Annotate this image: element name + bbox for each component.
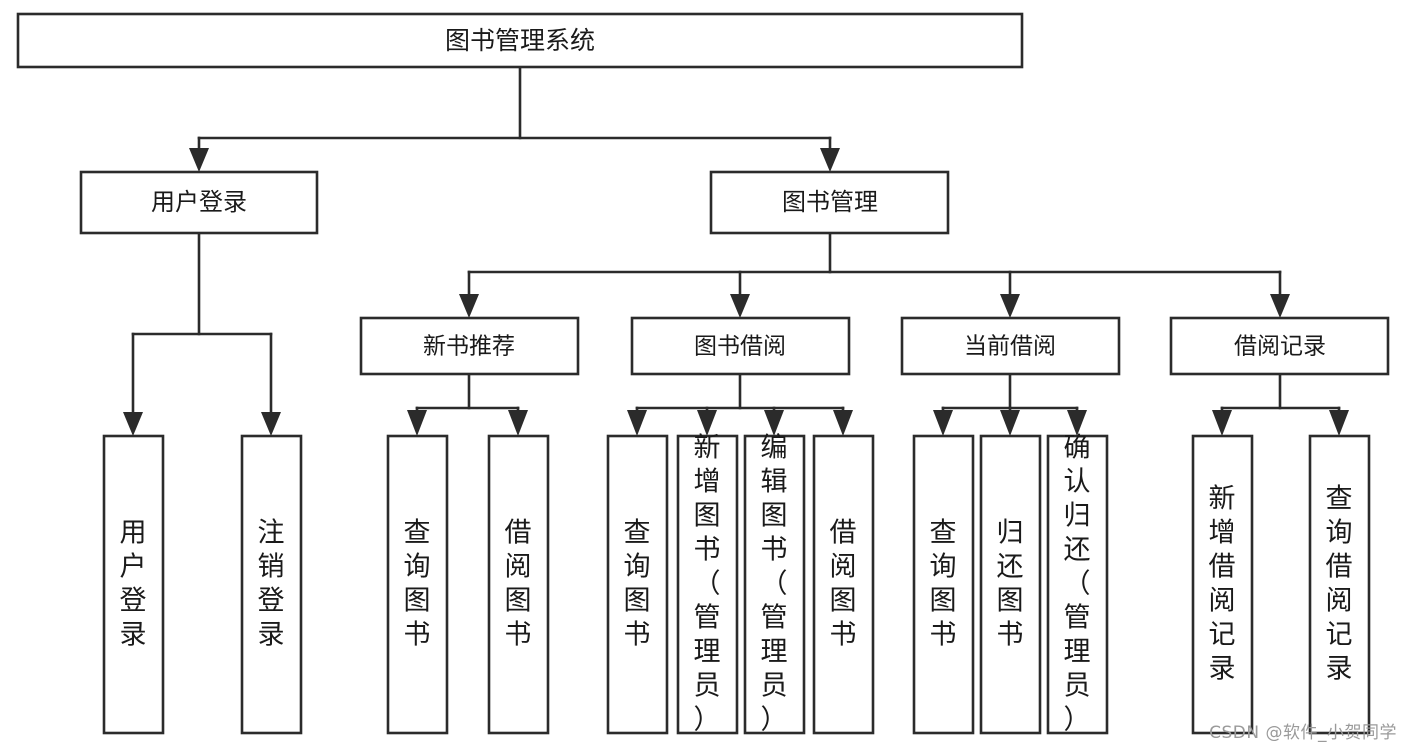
- arrowhead-leaf-query-book-2: [627, 410, 647, 436]
- node-leaf-edit-book-label: 编辑图书（管理员）: [761, 433, 788, 736]
- arrowhead-user-login: [189, 148, 209, 172]
- node-leaf-query-book-3-box[interactable]: [912, 434, 975, 735]
- node-leaf-query-book-2-box[interactable]: [606, 434, 669, 735]
- node-leaf-add-record-box[interactable]: [1191, 434, 1254, 735]
- node-user-login-box[interactable]: [79, 170, 319, 235]
- node-leaf-borrow-book-1-box[interactable]: [487, 434, 550, 735]
- arrowhead-book-manage: [820, 148, 840, 172]
- arrowhead-leaf-borrow-book-1: [508, 410, 528, 436]
- node-new-book-recommend[interactable]: 新书推荐: [359, 316, 580, 376]
- node-borrow-record-box[interactable]: [1169, 316, 1390, 376]
- arrowhead-leaf-edit-book: [764, 410, 784, 436]
- node-leaf-query-book-3-label: 查询图书: [930, 518, 957, 651]
- arrowhead-leaf-return-book: [1000, 410, 1020, 436]
- node-root-label: 图书管理系统: [445, 26, 595, 55]
- arrowhead-book-borrow: [730, 294, 750, 318]
- arrowhead-leaf-query-book-1: [407, 410, 427, 436]
- node-leaf-return-book-label: 归还图书: [997, 518, 1024, 651]
- arrowhead-leaf-query-book-3: [933, 410, 953, 436]
- node-leaf-add-record-label: 新增借阅记录: [1209, 484, 1236, 685]
- node-root-box[interactable]: [16, 12, 1024, 69]
- node-book-manage[interactable]: 图书管理: [709, 170, 950, 235]
- node-leaf-query-book-1-box[interactable]: [386, 434, 449, 735]
- node-leaf-confirm-return-label: 确认归还（管理员）: [1064, 433, 1091, 736]
- node-leaf-add-record[interactable]: 新增借阅记录: [1191, 434, 1254, 735]
- node-user-login-label: 用户登录: [151, 188, 247, 216]
- node-leaf-borrow-book-2-box[interactable]: [812, 434, 875, 735]
- arrowhead-leaf-borrow-book-2: [833, 410, 853, 436]
- arrowhead-leaf-query-record: [1329, 410, 1349, 436]
- node-leaf-query-book-3[interactable]: 查询图书: [912, 434, 975, 735]
- node-leaf-add-book-box[interactable]: [676, 434, 739, 735]
- connector-group-current-borrow: [933, 372, 1087, 436]
- connector-group-root: [189, 65, 840, 172]
- node-current-borrow-box[interactable]: [900, 316, 1121, 376]
- node-leaf-borrow-book-2-label: 借阅图书: [830, 518, 857, 651]
- node-leaf-edit-book[interactable]: 编辑图书（管理员）: [743, 433, 806, 736]
- node-user-login[interactable]: 用户登录: [79, 170, 319, 235]
- node-current-borrow-label: 当前借阅: [964, 334, 1056, 360]
- node-leaf-confirm-return[interactable]: 确认归还（管理员）: [1046, 433, 1109, 736]
- node-leaf-user-login[interactable]: 用户登录: [102, 434, 165, 735]
- connector-group-book-manage: [459, 231, 1290, 318]
- node-borrow-record-label: 借阅记录: [1234, 334, 1326, 360]
- arrowhead-leaf-add-record: [1212, 410, 1232, 436]
- node-leaf-edit-book-box[interactable]: [743, 434, 806, 735]
- node-leaf-query-record-box[interactable]: [1308, 434, 1371, 735]
- node-book-borrow[interactable]: 图书借阅: [630, 316, 851, 376]
- node-new-book-recommend-box[interactable]: [359, 316, 580, 376]
- arrowhead-leaf-user-login: [123, 412, 143, 436]
- node-leaf-query-book-2-label: 查询图书: [624, 518, 651, 651]
- node-book-manage-box[interactable]: [709, 170, 950, 235]
- node-leaf-query-book-2[interactable]: 查询图书: [606, 434, 669, 735]
- arrowhead-leaf-logout-login: [261, 412, 281, 436]
- arrowhead-borrow-record: [1270, 294, 1290, 318]
- arrowhead-current-borrow: [1000, 294, 1020, 318]
- node-new-book-recommend-label: 新书推荐: [423, 334, 515, 360]
- node-leaf-confirm-return-box[interactable]: [1046, 434, 1109, 735]
- node-leaf-return-book-box[interactable]: [979, 434, 1042, 735]
- node-leaf-borrow-book-2[interactable]: 借阅图书: [812, 434, 875, 735]
- node-leaf-query-book-1[interactable]: 查询图书: [386, 434, 449, 735]
- node-leaf-query-record[interactable]: 查询借阅记录: [1308, 434, 1371, 735]
- node-leaf-logout-login-label: 注销登录: [258, 518, 285, 651]
- node-leaf-query-record-label: 查询借阅记录: [1326, 484, 1353, 685]
- node-root[interactable]: 图书管理系统: [16, 12, 1024, 69]
- node-borrow-record[interactable]: 借阅记录: [1169, 316, 1390, 376]
- csdn-watermark: CSDN @软件_小贺同学: [1209, 723, 1397, 743]
- node-leaf-logout-login[interactable]: 注销登录: [240, 434, 303, 735]
- node-leaf-user-login-label: 用户登录: [120, 518, 147, 651]
- node-leaf-user-login-box[interactable]: [102, 434, 165, 735]
- connector-group-book-borrow: [627, 372, 853, 436]
- node-book-manage-label: 图书管理: [782, 188, 878, 216]
- node-leaf-return-book[interactable]: 归还图书: [979, 434, 1042, 735]
- arrowhead-new-book-recommend: [459, 294, 479, 318]
- node-book-borrow-box[interactable]: [630, 316, 851, 376]
- connector-group-new-book-recommend: [407, 372, 528, 436]
- arrowhead-leaf-confirm-return: [1067, 410, 1087, 436]
- node-leaf-query-book-1-label: 查询图书: [404, 518, 431, 651]
- connector-group-user-login: [123, 231, 281, 436]
- node-leaf-add-book-label: 新增图书（管理员）: [694, 433, 721, 736]
- connector-group-borrow-record: [1212, 372, 1349, 436]
- node-leaf-borrow-book-1-label: 借阅图书: [505, 518, 532, 651]
- node-current-borrow[interactable]: 当前借阅: [900, 316, 1121, 376]
- node-book-borrow-label: 图书借阅: [694, 334, 786, 360]
- node-leaf-add-book[interactable]: 新增图书（管理员）: [676, 433, 739, 736]
- node-leaf-logout-login-box[interactable]: [240, 434, 303, 735]
- node-leaf-borrow-book-1[interactable]: 借阅图书: [487, 434, 550, 735]
- arrowhead-leaf-add-book: [697, 410, 717, 436]
